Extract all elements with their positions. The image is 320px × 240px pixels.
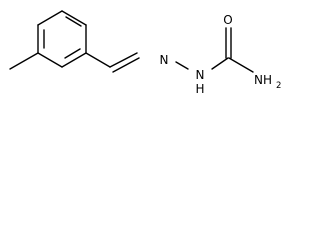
hydrazide-nitrogen-label: N [196, 68, 205, 82]
imine-double-bond-1 [109, 52, 138, 68]
ring-bond-2 [61, 10, 87, 26]
carbonyl-amine-bond [228, 57, 254, 73]
ring-bond-1 [37, 10, 63, 26]
hydrazide-hydrogen-label: H [195, 82, 204, 96]
carbonyl-oxygen-label: O [223, 13, 232, 27]
hydrazone-n-n-bond [175, 61, 189, 70]
imine-double-bond-2 [112, 57, 140, 73]
benzene-ring [37, 10, 87, 68]
structure-diagram: N N H O NH 2 [9, 10, 281, 96]
ring-bond-4 [61, 52, 87, 68]
amine-nh2-label: NH [254, 73, 272, 87]
methyl-bond [9, 52, 39, 70]
amine-nh2-subscript: 2 [276, 81, 281, 91]
imine-nitrogen-label: N [160, 53, 169, 67]
aryl-ch-bond [85, 52, 111, 68]
ring-bond-5 [37, 52, 63, 68]
nh-carbonyl-bond [211, 57, 229, 70]
ring-double-bond-inner-1 [65, 16, 82, 27]
ring-double-bond-inner-2 [64, 48, 81, 59]
